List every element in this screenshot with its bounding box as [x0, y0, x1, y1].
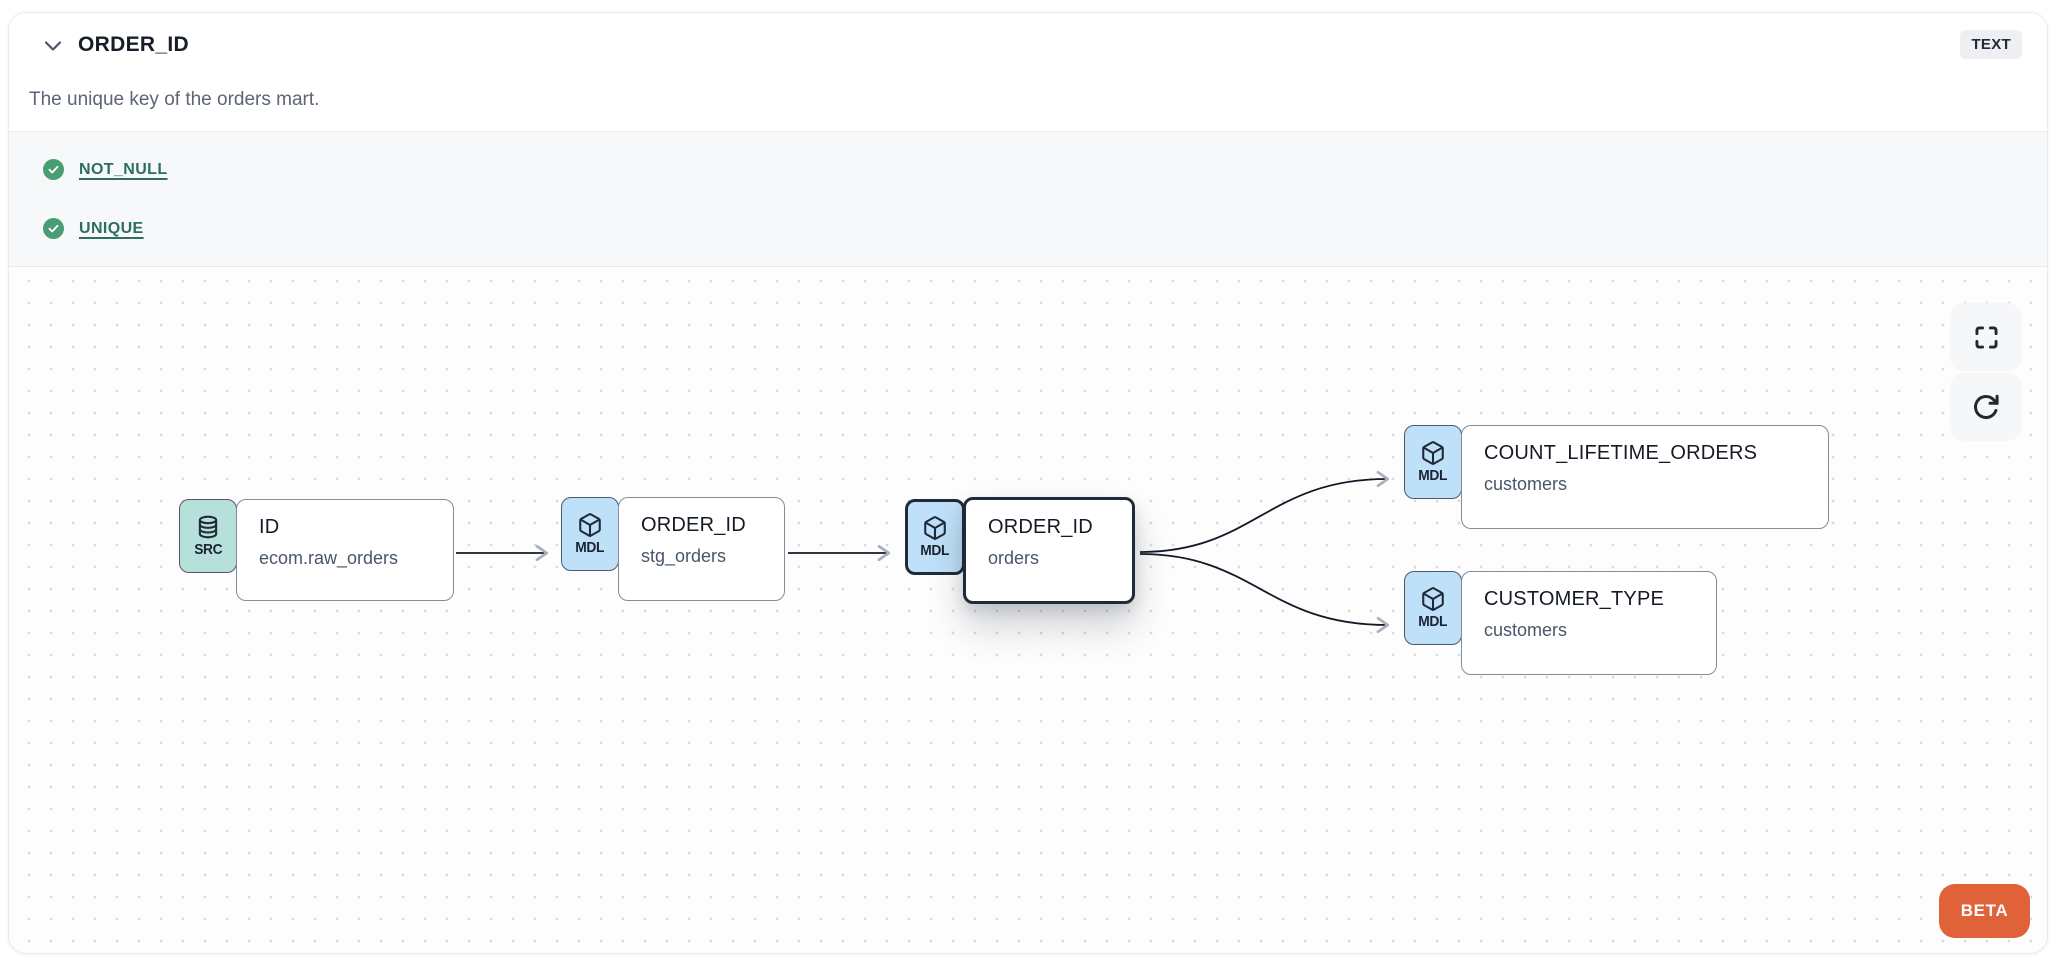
node-title: ORDER_ID — [641, 514, 746, 536]
node-subtitle: ecom.raw_orders — [259, 548, 399, 568]
cube-icon — [579, 513, 601, 537]
cube-icon — [1422, 587, 1444, 611]
column-description: The unique key of the orders mart. — [29, 89, 320, 110]
check-circle-icon — [43, 218, 64, 239]
node-type-badge-mdl: MDL — [1404, 425, 1462, 499]
test-label: UNIQUE — [79, 219, 144, 237]
refresh-button[interactable] — [1950, 373, 2022, 441]
node-card: ORDER_ID stg_orders — [618, 497, 785, 601]
node-badge-label: SRC — [193, 541, 223, 558]
node-card: COUNT_LIFETIME_ORDERS customers — [1461, 425, 1829, 529]
node-title: ORDER_ID — [988, 516, 1093, 538]
node-subtitle: customers — [1484, 474, 1568, 494]
database-icon — [198, 515, 218, 539]
column-details-panel: ORDER_ID TEXT The unique key of the orde… — [8, 12, 2048, 954]
lineage-canvas[interactable]: SRC ID ecom.raw_orders MDL ORDER_ID stg_… — [9, 267, 2047, 953]
node-subtitle: stg_orders — [641, 546, 727, 566]
cube-icon — [924, 516, 946, 540]
node-subtitle: customers — [1484, 620, 1568, 640]
beta-badge: BETA — [1939, 884, 2030, 938]
node-title: CUSTOMER_TYPE — [1484, 588, 1665, 610]
node-badge-label: MDL — [575, 539, 605, 556]
node-card: ID ecom.raw_orders — [236, 499, 454, 601]
test-link-not-null[interactable]: NOT_NULL — [43, 159, 168, 180]
node-badge-label: MDL — [1418, 467, 1448, 484]
test-label: NOT_NULL — [79, 160, 168, 178]
lineage-edges — [456, 470, 1390, 634]
node-type-badge-mdl: MDL — [905, 499, 965, 575]
node-type-badge-mdl: MDL — [1404, 571, 1462, 645]
fullscreen-icon — [1974, 325, 1998, 349]
test-link-unique[interactable]: UNIQUE — [43, 218, 144, 239]
page-title: ORDER_ID — [78, 33, 189, 56]
node-title: ID — [259, 516, 280, 538]
node-title: COUNT_LIFETIME_ORDERS — [1484, 442, 1758, 464]
node-card: CUSTOMER_TYPE customers — [1461, 571, 1717, 675]
column-type-badge: TEXT — [1960, 30, 2022, 59]
node-type-badge-src: SRC — [179, 499, 237, 573]
collapse-chevron-button[interactable] — [41, 33, 67, 59]
chevron-down-icon — [44, 41, 62, 51]
node-type-badge-mdl: MDL — [561, 497, 619, 571]
tests-section: NOT_NULL UNIQUE — [9, 131, 2047, 267]
cube-icon — [1422, 441, 1444, 465]
refresh-icon — [1974, 394, 1999, 420]
node-badge-label: MDL — [1418, 613, 1448, 630]
node-badge-label: MDL — [920, 542, 950, 559]
node-subtitle: orders — [988, 548, 1040, 568]
header: ORDER_ID TEXT The unique key of the orde… — [9, 13, 2047, 131]
fullscreen-button[interactable] — [1950, 303, 2022, 371]
check-circle-icon — [43, 159, 64, 180]
node-card: ORDER_ID orders — [963, 497, 1135, 604]
